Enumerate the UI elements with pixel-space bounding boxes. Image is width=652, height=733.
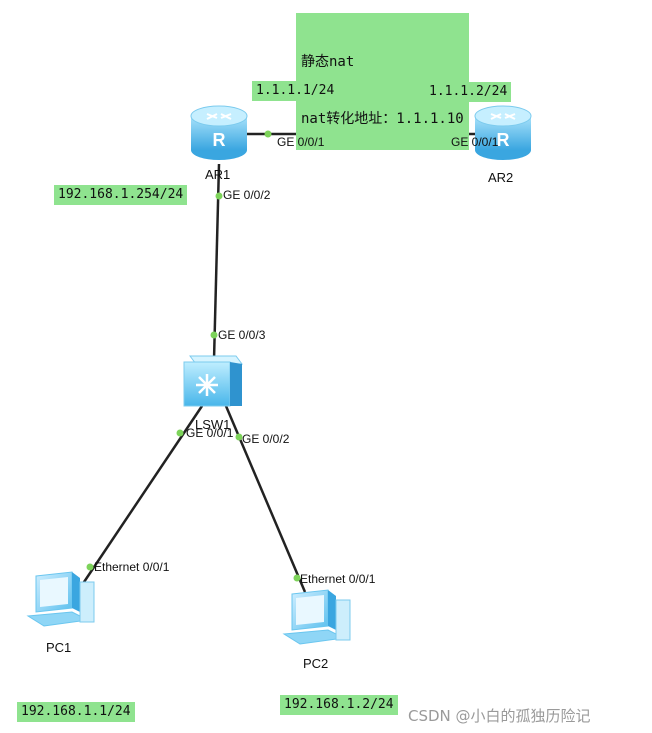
port-label-lsw1-ge001: GE 0/0/1 [186, 426, 234, 440]
nat-note-line2: nat转化地址：1.1.1.10 [301, 111, 464, 127]
ip-label-pc2: 192.168.1.2/24 [280, 695, 398, 715]
port-label-lsw1-ge003: GE 0/0/3 [218, 328, 266, 342]
port-label-ar1-ge002: GE 0/0/2 [223, 188, 271, 202]
port-dot [235, 433, 243, 441]
port-label-ar2-ge001: GE 0/0/1 [451, 135, 499, 149]
csdn-watermark: CSDN @小白的孤独历险记 [408, 707, 591, 725]
ip-label-ar2-ge001: 1.1.1.2/24 [425, 82, 512, 102]
ip-label-ar1-ge002: 192.168.1.254/24 [54, 185, 188, 205]
device-name-ar1: AR1 [205, 167, 231, 182]
port-dot [293, 574, 301, 582]
port-dots [86, 130, 446, 582]
pc-icon[interactable] [282, 589, 351, 645]
device-name-lsw1: LSW1 [195, 417, 231, 432]
port-label-pc1-eth: Ethernet 0/0/1 [94, 560, 170, 574]
svg-text:R: R [213, 130, 226, 150]
ip-label-pc1: 192.168.1.1/24 [17, 702, 135, 722]
port-label-pc2-eth: Ethernet 0/0/1 [300, 572, 376, 586]
device-name-pc2: PC2 [303, 656, 329, 671]
switch-icon[interactable] [183, 355, 243, 407]
pc-icon[interactable] [26, 571, 95, 627]
port-dot [210, 331, 218, 339]
port-dot [215, 192, 223, 200]
port-dot [86, 563, 94, 571]
link-lsw1-pc1[interactable] [78, 405, 204, 589]
port-label-lsw1-ge002: GE 0/0/2 [242, 432, 290, 446]
router-icon[interactable]: R [190, 105, 248, 160]
nat-note-line1: 静态nat [301, 54, 355, 70]
port-dot [264, 130, 272, 138]
device-name-ar2: AR2 [488, 170, 514, 185]
device-name-pc1: PC1 [46, 640, 72, 655]
port-label-ar1-ge001: GE 0/0/1 [277, 135, 325, 149]
port-dot [176, 429, 184, 437]
router-icon[interactable]: R [474, 105, 532, 160]
svg-text:R: R [497, 130, 510, 150]
ip-label-ar1-ge001: 1.1.1.1/24 [252, 81, 339, 101]
